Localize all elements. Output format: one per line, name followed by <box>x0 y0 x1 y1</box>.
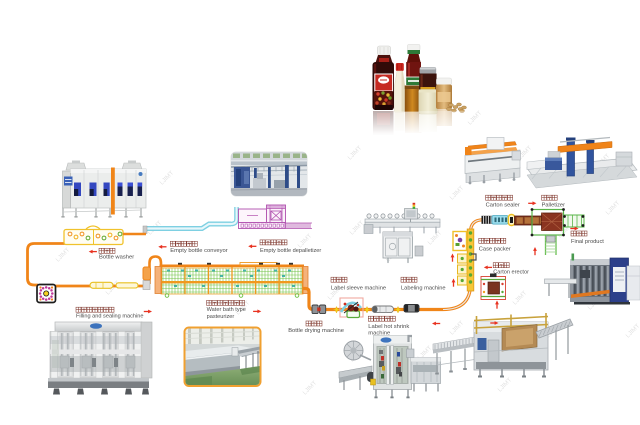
svg-text:machine: machine <box>368 330 390 336</box>
svg-text:Carton sealer: Carton sealer <box>486 203 520 209</box>
svg-text:Filling and sealing machine: Filling and sealing machine <box>76 314 143 320</box>
svg-text:Empty bottle conveyor: Empty bottle conveyor <box>170 248 227 254</box>
svg-text:pasteurizer: pasteurizer <box>207 314 235 320</box>
svg-text:Case packer: Case packer <box>479 246 511 252</box>
svg-text:Final product: Final product <box>571 239 604 245</box>
svg-text:Carton erector: Carton erector <box>493 270 529 276</box>
svg-text:Water bath type: Water bath type <box>207 307 246 313</box>
svg-text:Palletizer: Palletizer <box>542 203 565 209</box>
svg-text:Labeling machine: Labeling machine <box>401 285 446 291</box>
svg-text:Bottle drying machine: Bottle drying machine <box>288 328 344 334</box>
svg-text:Label hot shrink: Label hot shrink <box>368 324 409 330</box>
svg-text:Empty bottle depalletizer: Empty bottle depalletizer <box>260 248 321 254</box>
svg-text:Bottle washer: Bottle washer <box>99 255 134 261</box>
svg-text:Label sleeve machine: Label sleeve machine <box>331 285 386 291</box>
